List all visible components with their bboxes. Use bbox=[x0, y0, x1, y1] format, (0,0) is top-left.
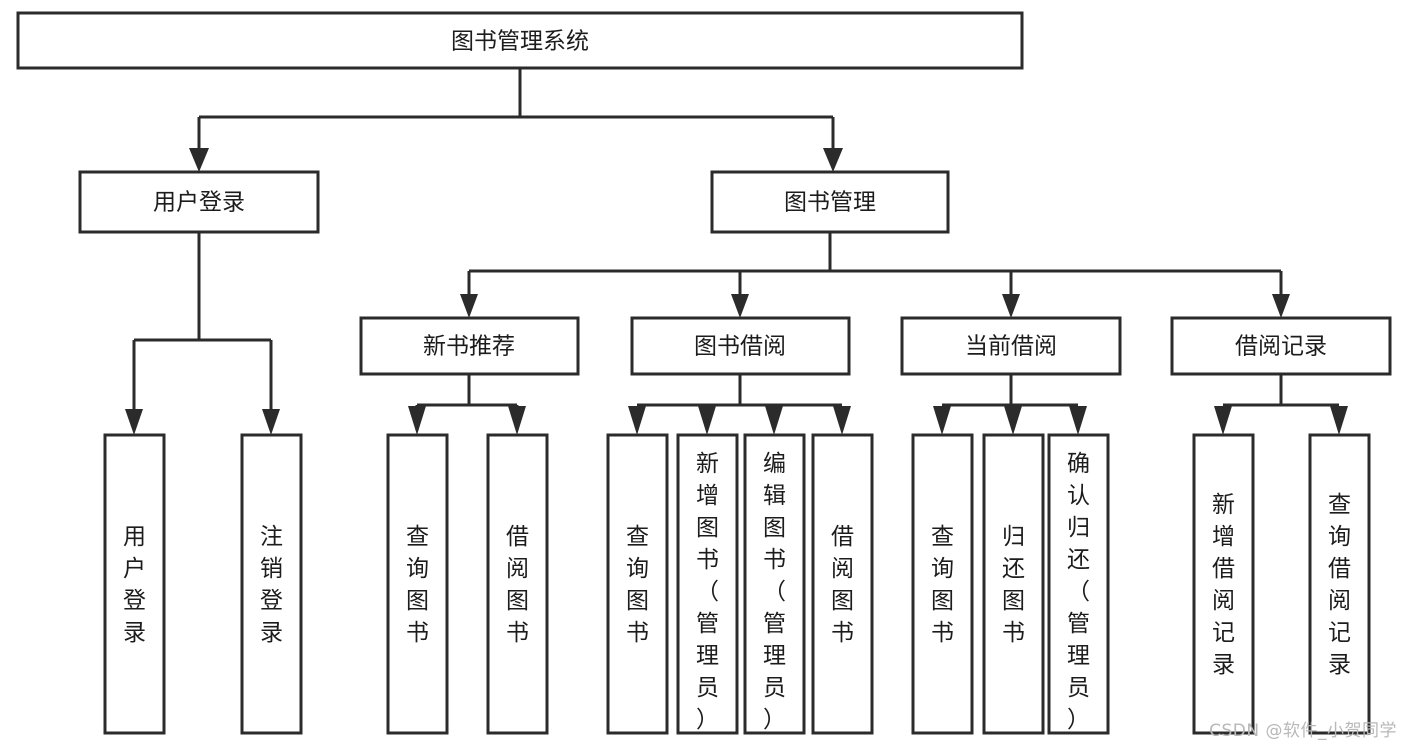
node-book-borrow-box[interactable] bbox=[630, 316, 851, 376]
node-leaf-confirm-return-label: 确认归还（管理员） bbox=[1067, 451, 1090, 733]
node-leaf-add-borrow-record-label: 新增借阅记录 bbox=[1212, 492, 1235, 678]
node-leaf-query-book-rec[interactable]: 查询图书 bbox=[386, 433, 449, 735]
arrow-head-leaf-add-book bbox=[698, 406, 716, 435]
node-book-borrow-label: 图书借阅 bbox=[694, 334, 786, 360]
arrow-head-leaf-query-book-borrow bbox=[628, 406, 646, 435]
arrow-head-book-manage bbox=[823, 148, 843, 172]
node-leaf-user-login[interactable]: 用户登录 bbox=[103, 433, 166, 735]
arrow-head-user-login bbox=[189, 148, 209, 172]
node-leaf-return-book-label: 归还图书 bbox=[1002, 524, 1025, 646]
node-leaf-confirm-return[interactable]: 确认归还（管理员） bbox=[1047, 433, 1110, 735]
arrow-head-leaf-return-book bbox=[1004, 406, 1022, 435]
node-leaf-edit-book-label: 编辑图书（管理员） bbox=[763, 451, 786, 733]
node-leaf-user-login-label: 用户登录 bbox=[123, 524, 146, 646]
node-leaf-add-book-label: 新增图书（管理员） bbox=[696, 451, 719, 733]
node-current-borrow[interactable]: 当前借阅 bbox=[900, 316, 1122, 376]
arrow-head-leaf-query-book-cur bbox=[933, 406, 951, 435]
node-book-manage-box[interactable] bbox=[710, 170, 950, 234]
node-leaf-borrow-book[interactable]: 借阅图书 bbox=[811, 433, 874, 735]
node-root-label: 图书管理系统 bbox=[451, 29, 589, 55]
node-user-login[interactable]: 用户登录 bbox=[78, 170, 320, 234]
node-leaf-return-book[interactable]: 归还图书 bbox=[982, 433, 1045, 735]
node-leaf-add-borrow-record-box[interactable] bbox=[1192, 433, 1255, 735]
node-leaf-borrow-book-label: 借阅图书 bbox=[831, 524, 854, 646]
node-new-book-recommend-box[interactable] bbox=[359, 316, 580, 376]
arrow-head-leaf-borrow-book-rec bbox=[508, 406, 526, 435]
node-leaf-query-book-rec-box[interactable] bbox=[386, 433, 449, 735]
arrow-head-current-borrow bbox=[1002, 294, 1020, 318]
node-user-login-label: 用户登录 bbox=[153, 190, 245, 216]
node-leaf-borrow-book-rec-box[interactable] bbox=[486, 433, 549, 735]
node-book-manage[interactable]: 图书管理 bbox=[710, 170, 950, 234]
node-user-login-box[interactable] bbox=[78, 170, 320, 234]
arrow-head-leaf-user-logout bbox=[262, 409, 280, 435]
node-book-borrow[interactable]: 图书借阅 bbox=[630, 316, 851, 376]
arrow-head-leaf-confirm-return bbox=[1069, 406, 1087, 435]
arrow-head-leaf-edit-book bbox=[765, 406, 783, 435]
node-book-manage-label: 图书管理 bbox=[784, 190, 876, 216]
node-leaf-borrow-book-rec[interactable]: 借阅图书 bbox=[486, 433, 549, 735]
node-leaf-user-logout[interactable]: 注销登录 bbox=[240, 433, 303, 735]
node-leaf-borrow-book-box[interactable] bbox=[811, 433, 874, 735]
node-root[interactable]: 图书管理系统 bbox=[16, 11, 1024, 70]
node-borrow-record-box[interactable] bbox=[1170, 316, 1392, 376]
arrow-head-new-book-recommend bbox=[460, 294, 478, 318]
node-leaf-user-logout-label: 注销登录 bbox=[260, 524, 283, 646]
node-leaf-query-book-borrow-label: 查询图书 bbox=[626, 524, 649, 646]
node-leaf-query-book-cur-label: 查询图书 bbox=[931, 524, 954, 646]
node-leaf-query-book-cur-box[interactable] bbox=[911, 433, 974, 735]
node-leaf-user-login-box[interactable] bbox=[103, 433, 166, 735]
connector-layer bbox=[125, 68, 1348, 435]
node-leaf-return-book-box[interactable] bbox=[982, 433, 1045, 735]
node-leaf-add-borrow-record[interactable]: 新增借阅记录 bbox=[1192, 433, 1255, 735]
arrow-head-leaf-query-borrow-record bbox=[1330, 406, 1348, 435]
node-leaf-query-borrow-record[interactable]: 查询借阅记录 bbox=[1308, 433, 1371, 735]
arrow-head-leaf-borrow-book bbox=[833, 406, 851, 435]
node-new-book-recommend-label: 新书推荐 bbox=[423, 334, 515, 360]
node-leaf-user-logout-box[interactable] bbox=[240, 433, 303, 735]
node-leaf-add-book-box[interactable] bbox=[676, 433, 739, 735]
arrow-head-leaf-add-borrow-record bbox=[1214, 406, 1232, 435]
node-leaf-confirm-return-box[interactable] bbox=[1047, 433, 1110, 735]
node-current-borrow-label: 当前借阅 bbox=[965, 334, 1057, 360]
node-borrow-record[interactable]: 借阅记录 bbox=[1170, 316, 1392, 376]
node-leaf-edit-book[interactable]: 编辑图书（管理员） bbox=[743, 433, 806, 735]
leaf-node-layer: 用户登录 注销登录 查询图书 借阅图书 查询图书 新增图书（管理员） 编辑图书（管理员） 借阅… bbox=[103, 433, 1371, 735]
node-current-borrow-box[interactable] bbox=[900, 316, 1122, 376]
arrow-head-leaf-query-book-rec bbox=[408, 406, 426, 435]
node-leaf-query-book-cur[interactable]: 查询图书 bbox=[911, 433, 974, 735]
arrow-head-book-borrow bbox=[731, 294, 749, 318]
node-leaf-edit-book-box[interactable] bbox=[743, 433, 806, 735]
node-leaf-add-book[interactable]: 新增图书（管理员） bbox=[676, 433, 739, 735]
node-root-box[interactable] bbox=[16, 11, 1024, 70]
node-leaf-query-book-borrow[interactable]: 查询图书 bbox=[606, 433, 669, 735]
node-leaf-query-book-borrow-box[interactable] bbox=[606, 433, 669, 735]
node-leaf-query-borrow-record-label: 查询借阅记录 bbox=[1328, 492, 1351, 678]
node-leaf-borrow-book-rec-label: 借阅图书 bbox=[506, 524, 529, 646]
arrow-head-borrow-record bbox=[1272, 294, 1290, 318]
node-new-book-recommend[interactable]: 新书推荐 bbox=[359, 316, 580, 376]
node-leaf-query-borrow-record-box[interactable] bbox=[1308, 433, 1371, 735]
csdn-watermark: CSDN @软件_小贺同学 bbox=[1209, 721, 1397, 741]
node-leaf-query-book-rec-label: 查询图书 bbox=[406, 524, 429, 646]
node-borrow-record-label: 借阅记录 bbox=[1235, 334, 1327, 360]
arrow-head-leaf-user-login bbox=[125, 409, 143, 435]
